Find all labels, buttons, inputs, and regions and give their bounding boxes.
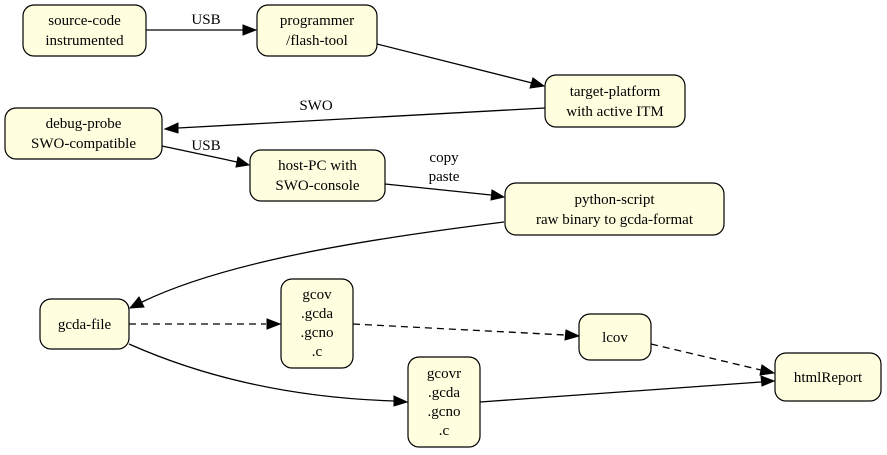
node-gcda-file: gcda-file (39, 298, 130, 350)
edge-gcovr-to-report (479, 375, 776, 403)
node-python-script-line-1: python-script (575, 192, 656, 208)
edge-target-to-probe: SWO (163, 98, 546, 134)
node-lcov: lcov (578, 313, 652, 361)
edge-label-usb-2: USB (191, 138, 220, 154)
edge-label-usb-1: USB (191, 12, 220, 28)
edge-lcov-to-report (650, 343, 776, 376)
node-gcovr-line-4: .c (439, 423, 450, 439)
node-host-pc-line-1: host-PC with (278, 158, 357, 174)
edge-programmer-to-target (376, 43, 546, 89)
node-gcov-line-3: .gcno (301, 325, 334, 341)
node-debug-probe: debug-probe SWO-compatible (4, 107, 163, 160)
node-gcovr: gcovr .gcda .gcno .c (407, 356, 481, 448)
edge-label-paste: paste (429, 169, 460, 185)
node-source-code: source-code instrumented (22, 4, 147, 57)
node-html-report: htmlReport (774, 352, 882, 402)
edge-host-to-python: copy paste (384, 150, 506, 201)
edge-gcov-to-lcov (352, 323, 581, 341)
node-gcovr-line-3: .gcno (428, 404, 461, 420)
node-python-script-line-2: raw binary to gcda-format (536, 212, 694, 228)
node-gcda-file-label: gcda-file (58, 317, 112, 333)
edge-probe-to-host: USB (161, 138, 251, 168)
node-debug-probe-line-1: debug-probe (46, 116, 122, 132)
node-gcovr-line-1: gcovr (427, 366, 461, 382)
node-debug-probe-line-2: SWO-compatible (31, 136, 136, 152)
edge-source-to-programmer: USB (146, 12, 258, 36)
node-gcov-line-2: .gcda (301, 306, 333, 322)
node-host-pc-line-2: SWO-console (275, 178, 359, 194)
node-source-code-line-1: source-code (48, 13, 121, 29)
node-programmer-line-1: programmer (280, 13, 354, 29)
edge-gcda-to-gcovr (128, 343, 409, 407)
node-gcov: gcov .gcda .gcno .c (280, 278, 354, 369)
node-gcov-line-1: gcov (302, 287, 332, 303)
edge-gcda-to-gcov (129, 318, 282, 330)
node-python-script: python-script raw binary to gcda-format (504, 182, 725, 236)
node-host-pc: host-PC with SWO-console (249, 149, 386, 202)
node-programmer: programmer /flash-tool (256, 4, 378, 57)
node-target-platform-line-1: target-platform (570, 84, 661, 100)
edge-label-copy: copy (429, 150, 459, 166)
node-target-platform-line-2: with active ITM (566, 104, 663, 120)
node-html-report-label: htmlReport (794, 370, 863, 386)
node-programmer-line-2: /flash-tool (286, 33, 348, 49)
node-source-code-line-2: instrumented (45, 33, 124, 49)
node-gcovr-line-2: .gcda (428, 385, 460, 401)
edge-label-swo: SWO (299, 98, 333, 114)
node-target-platform: target-platform with active ITM (544, 74, 686, 128)
edge-python-to-gcda (128, 221, 505, 309)
node-gcov-line-4: .c (312, 344, 323, 360)
node-lcov-label: lcov (602, 330, 628, 346)
